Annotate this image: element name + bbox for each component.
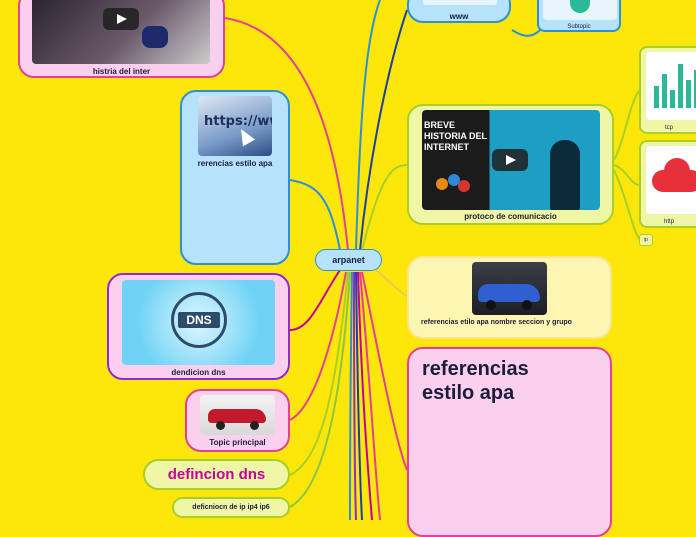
microphone-icon [142,26,168,48]
topic-referencias-apa[interactable]: https://ww rerencias estilo apa [180,90,290,265]
topic-www-label: www [449,12,469,21]
shield-icon [543,0,617,20]
car-icon [200,395,275,435]
topic-principal[interactable]: Topic principal [185,389,290,452]
historia-video-thumbnail[interactable] [32,0,210,64]
bar-chart-icon [646,52,696,120]
topic-subtopic[interactable]: Subtopic [537,0,621,32]
topic-dns[interactable]: DNS dendicion dns [107,273,290,380]
dns-server-icon: DNS [122,280,275,365]
topic-protocolo[interactable]: BREVE HISTORIA DEL INTERNET protoco de c… [407,104,614,225]
topic-definicion-ip[interactable]: deficniocn de ip ip4 ip6 [172,497,290,518]
topic-historia-label: histria del inter [92,67,151,76]
topic-http[interactable]: http [639,140,696,228]
central-topic[interactable]: arpanet [315,249,382,271]
topic-tcp-label: tcp [664,125,673,131]
topic-tcp[interactable]: tcp [639,46,696,134]
topic-dns-label: dendicion dns [171,368,226,377]
topic-http-label: http [663,219,674,225]
title-line1: referencias [422,358,529,380]
topic-referencias-nombre-label: referencias etilo apa nombre seccion y g… [421,319,572,326]
topic-ip[interactable]: ip [639,234,653,246]
www-image-placeholder [423,0,497,5]
video-title-line3: INTERNET [424,142,469,152]
title-line2: estilo apa [422,382,515,404]
topic-definicion-dns[interactable]: defincion dns [143,459,290,490]
protocolo-video-thumbnail[interactable]: BREVE HISTORIA DEL INTERNET [422,110,600,210]
topic-referencias-big[interactable]: referencias estilo apa [407,347,612,537]
topic-protocolo-label: protoco de comunicacio [464,212,557,221]
car-icon [472,262,547,315]
video-title-line1: BREVE [424,120,456,130]
topic-principal-label: Topic principal [209,438,266,447]
video-title-line2: HISTORIA DEL [424,131,488,141]
topic-referencias-nombre[interactable]: referencias etilo apa nombre seccion y g… [407,256,612,339]
browser-logos-icon [436,174,472,194]
thinking-person-icon [550,140,580,210]
topic-www[interactable]: www [407,0,511,23]
topic-referencias-big-title: referencias estilo apa [422,357,529,405]
topic-historia[interactable]: histria del inter [18,0,225,78]
topic-referencias-apa-label: rerencias estilo apa [197,159,273,168]
dns-image-text: DNS [178,312,220,328]
cloud-icon [646,146,696,214]
play-icon[interactable] [492,149,528,171]
play-icon[interactable] [103,8,139,30]
topic-subtopic-label: Subtopic [567,24,591,30]
https-browser-icon: https://ww [198,96,272,156]
